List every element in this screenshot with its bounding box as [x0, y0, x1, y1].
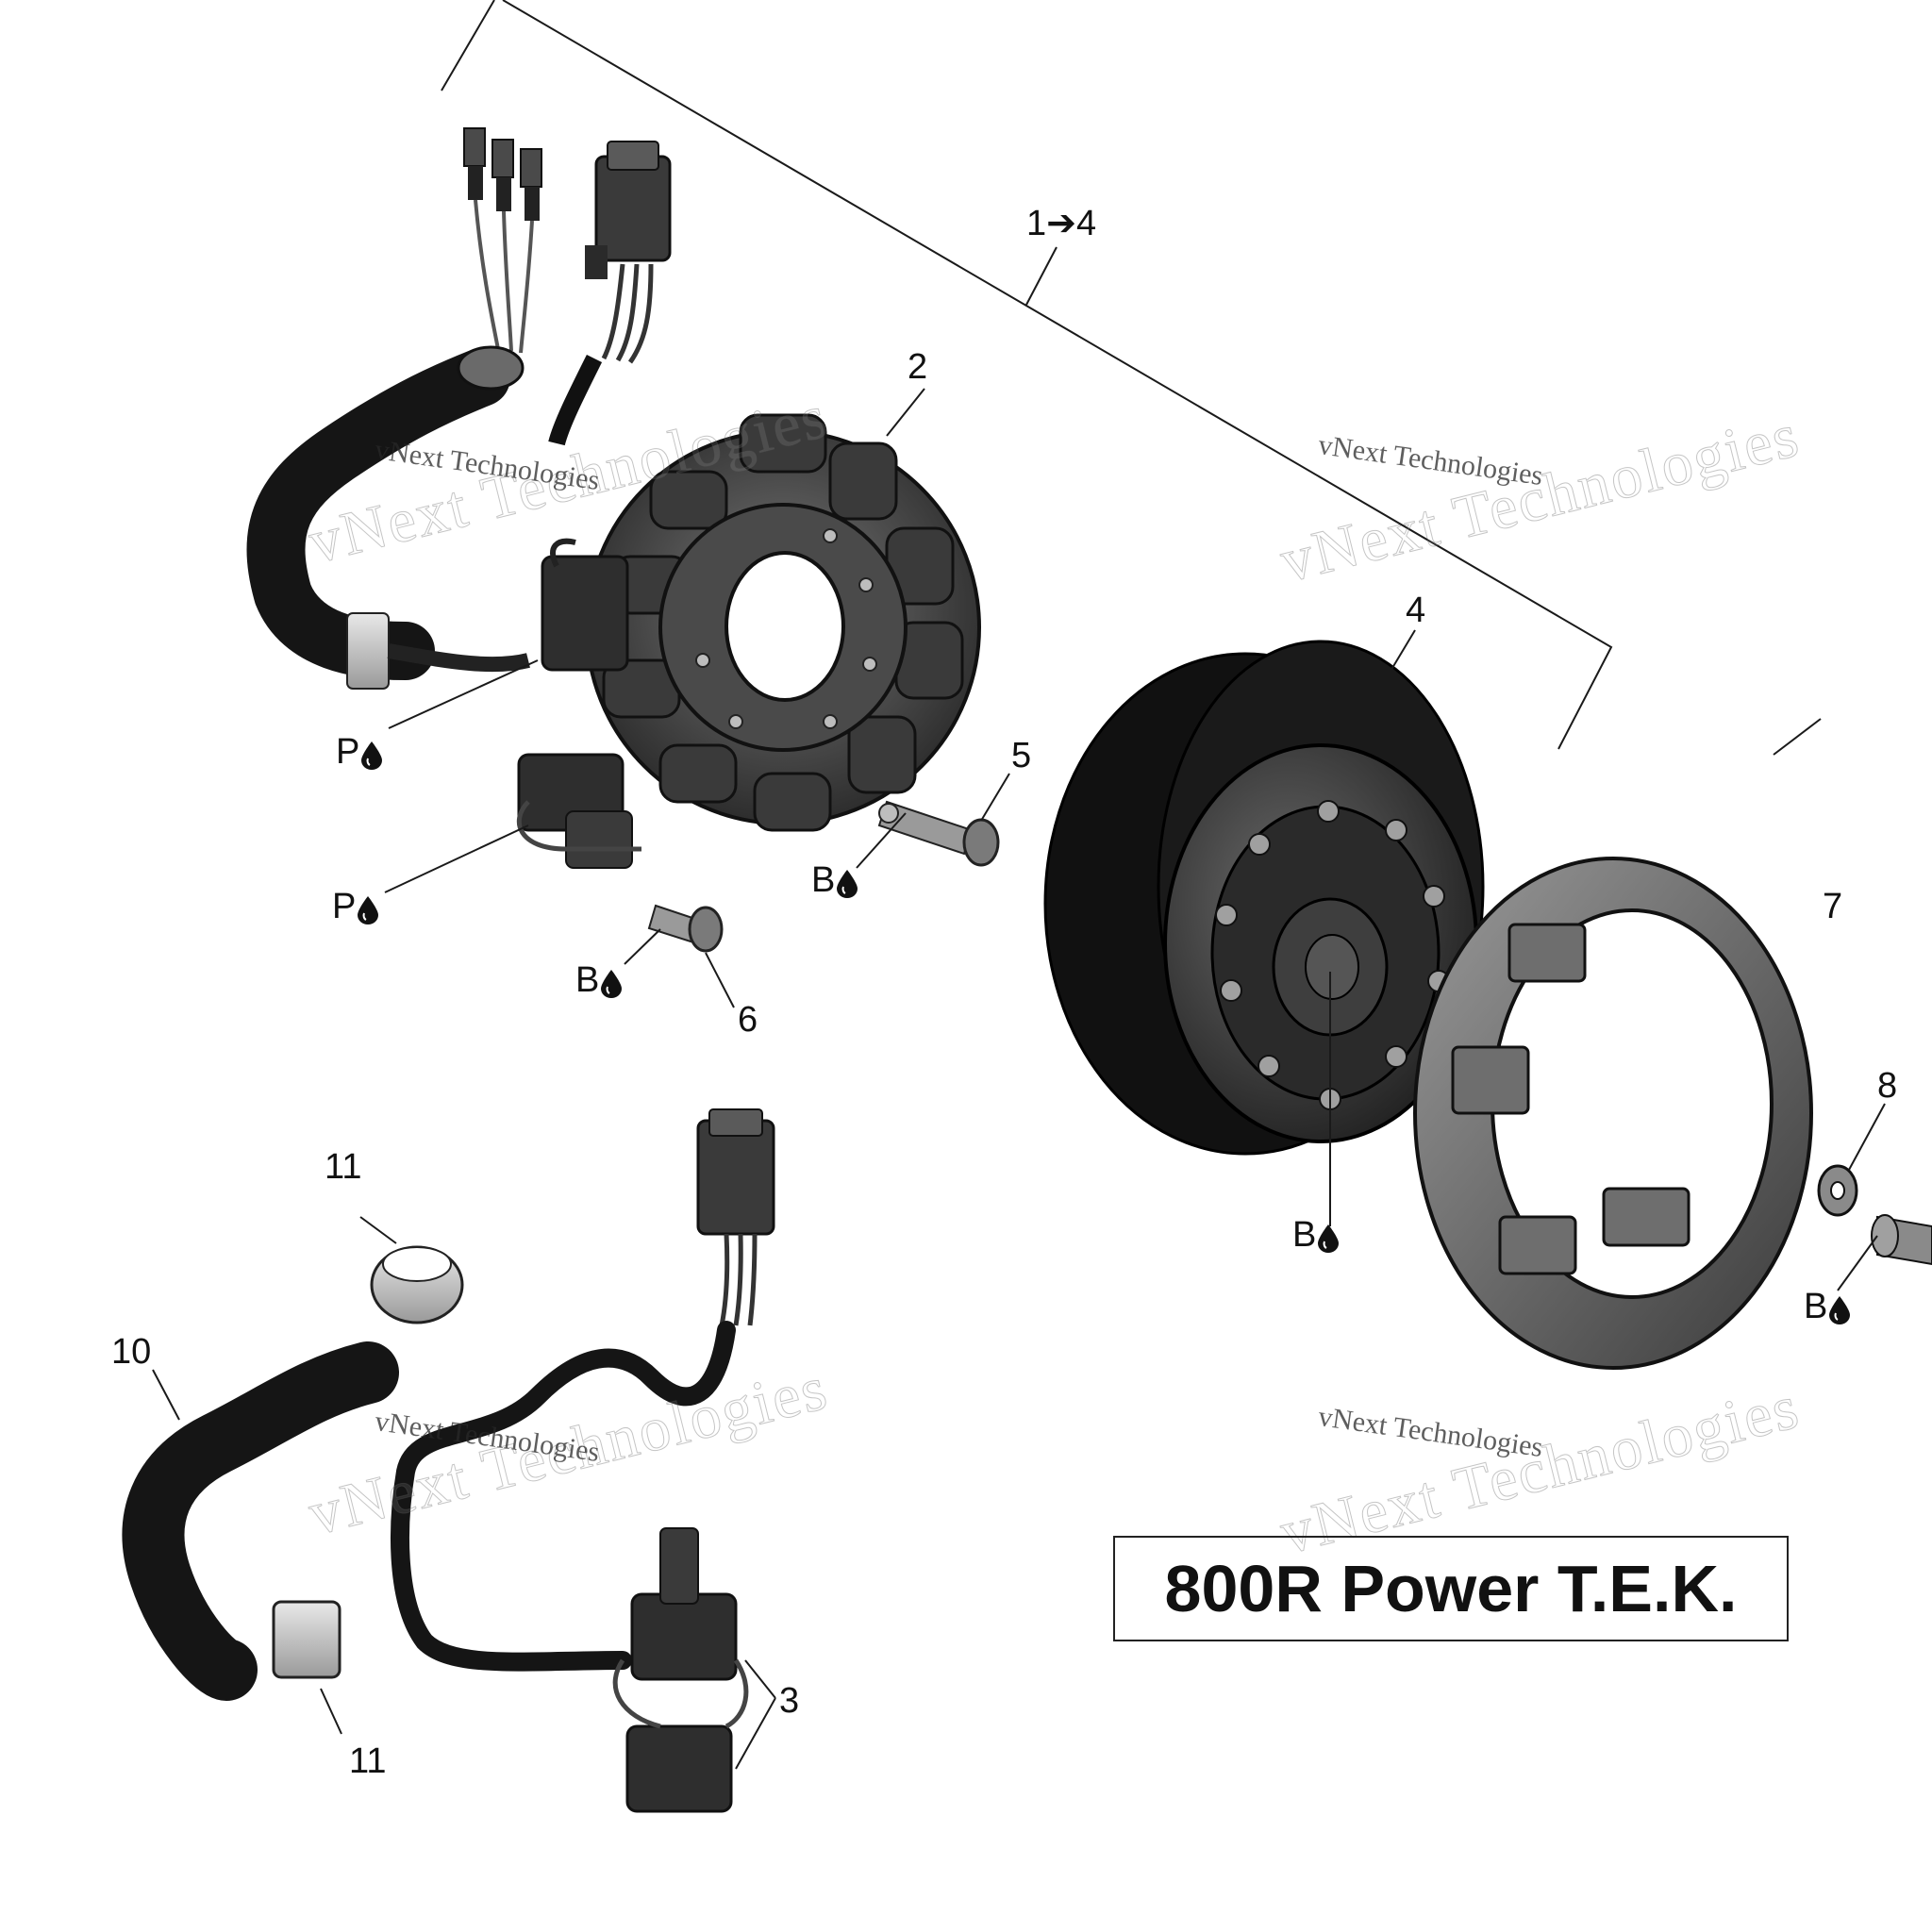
clip-11-bottom	[272, 1600, 341, 1679]
marker-p-lower: P	[332, 887, 379, 926]
marker-letter: B	[1292, 1215, 1317, 1255]
marker-p-upper: P	[336, 732, 383, 772]
upper-pickup	[517, 538, 641, 869]
callout-kit: 1➔4	[1026, 204, 1097, 243]
leader-lines	[152, 388, 1886, 1770]
lower-pickups	[612, 1527, 749, 1813]
rotor	[1043, 640, 1485, 1156]
upper-terminal-pins	[463, 127, 542, 354]
trigger-ring	[1413, 857, 1813, 1370]
marker-letter: P	[336, 732, 360, 772]
callout-screw-5: 5	[1011, 736, 1032, 775]
marker-letter: B	[811, 860, 836, 900]
marker-letter: B	[575, 960, 600, 1000]
kit-bracket	[441, 0, 1613, 750]
clip-11-top	[370, 1245, 464, 1324]
callout-screw-6: 6	[738, 1000, 758, 1040]
drop-icon	[1318, 1224, 1340, 1253]
lower-connector	[696, 1108, 775, 1326]
upper-connector	[585, 141, 672, 364]
callout-clip-11-bottom: 11	[349, 1741, 387, 1781]
callout-trigger-3: 3	[779, 1681, 800, 1721]
drop-icon	[361, 741, 383, 770]
marker-letter: B	[1804, 1287, 1828, 1326]
washer-8	[1817, 1164, 1858, 1217]
marker-letter: P	[332, 887, 357, 926]
marker-b-screw-6: B	[575, 960, 623, 1000]
callout-clip-11-top: 11	[325, 1147, 362, 1187]
drop-icon	[837, 870, 858, 898]
callout-sleeve-10: 10	[111, 1332, 152, 1372]
bolt	[1871, 1214, 1932, 1266]
callout-washer-8: 8	[1877, 1066, 1898, 1106]
callout-ring-7: 7	[1823, 887, 1843, 926]
marker-b-washer: B	[1804, 1287, 1851, 1326]
screw-6	[647, 904, 724, 953]
upper-harness	[246, 345, 603, 690]
drop-icon	[1829, 1296, 1851, 1324]
marker-b-screw-5: B	[811, 862, 858, 898]
sleeve-10	[122, 1341, 399, 1701]
model-label: 800R Power T.E.K.	[1113, 1536, 1789, 1641]
marker-b-rotor: B	[1292, 1215, 1340, 1255]
callout-rotor: 4	[1406, 591, 1426, 630]
lower-harness-wire	[391, 1321, 736, 1672]
callout-stator: 2	[908, 347, 928, 387]
screw-5	[877, 800, 1000, 867]
drop-icon	[358, 896, 379, 924]
drop-icon	[601, 970, 623, 998]
